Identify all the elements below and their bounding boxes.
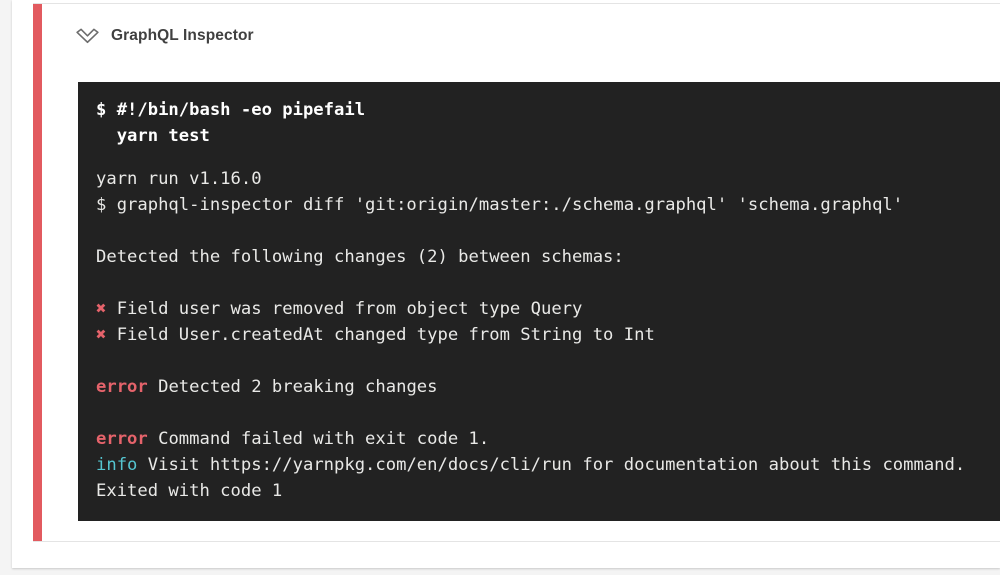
terminal-text-segment: Visit https://yarnpkg.com/en/docs/cli/ru… bbox=[137, 455, 966, 475]
terminal-line bbox=[96, 218, 988, 244]
terminal-text-segment: ✖ bbox=[96, 299, 107, 319]
terminal-output: $ #!/bin/bash -eo pipefail yarn test yar… bbox=[78, 82, 1000, 521]
terminal-text-segment: yarn test bbox=[96, 126, 210, 146]
terminal-line: yarn run v1.16.0 bbox=[96, 166, 988, 192]
build-output-panel: GraphQL Inspector $ #!/bin/bash -eo pipe… bbox=[12, 0, 1000, 568]
terminal-line bbox=[96, 270, 988, 296]
terminal-text-segment: info bbox=[96, 455, 138, 475]
terminal-text-segment: Command failed with exit code 1. bbox=[147, 429, 490, 449]
terminal-line: Detected the following changes (2) betwe… bbox=[96, 244, 988, 270]
terminal-line bbox=[96, 400, 988, 426]
terminal-line: info Visit https://yarnpkg.com/en/docs/c… bbox=[96, 452, 988, 478]
terminal-text-segment: Detected the following changes (2) betwe… bbox=[96, 247, 624, 267]
terminal-text-segment: ✖ bbox=[96, 325, 107, 345]
terminal-line: error Detected 2 breaking changes bbox=[96, 374, 988, 400]
step-title: GraphQL Inspector bbox=[111, 27, 254, 44]
terminal-text-segment: $ #!/bin/bash -eo pipefail bbox=[96, 100, 366, 120]
terminal-command-block: $ #!/bin/bash -eo pipefail yarn test bbox=[96, 97, 988, 149]
terminal-text-segment: Exited with code 1 bbox=[96, 481, 283, 501]
failure-stripe bbox=[33, 4, 42, 541]
terminal-line: $ #!/bin/bash -eo pipefail bbox=[96, 97, 988, 123]
terminal-text-segment: $ graphql-inspector diff 'git:origin/mas… bbox=[96, 195, 904, 215]
terminal-output-block: yarn run v1.16.0 $ graphql-inspector diff… bbox=[96, 166, 988, 504]
terminal-text-segment: Field user was removed from object type … bbox=[106, 299, 583, 319]
step-header[interactable]: GraphQL Inspector bbox=[75, 25, 254, 47]
terminal-line: yarn test bbox=[96, 123, 988, 149]
terminal-line: ✖ Field user was removed from object typ… bbox=[96, 296, 988, 322]
terminal-text-segment: Field User.createdAt changed type from S… bbox=[106, 325, 655, 345]
terminal-line: error Command failed with exit code 1. bbox=[96, 426, 988, 452]
terminal-text-segment: error bbox=[96, 377, 148, 397]
terminal-line: $ graphql-inspector diff 'git:origin/mas… bbox=[96, 192, 988, 218]
terminal-text-segment: Detected 2 breaking changes bbox=[147, 377, 438, 397]
terminal-line: Exited with code 1 bbox=[96, 478, 988, 504]
terminal-line: ✖ Field User.createdAt changed type from… bbox=[96, 322, 988, 348]
terminal-text-segment: yarn run v1.16.0 bbox=[96, 169, 262, 189]
terminal-line bbox=[96, 348, 988, 374]
terminal-text-segment: error bbox=[96, 429, 148, 449]
build-step-row: GraphQL Inspector $ #!/bin/bash -eo pipe… bbox=[33, 3, 1000, 542]
chevron-double-down-icon[interactable] bbox=[75, 27, 100, 45]
